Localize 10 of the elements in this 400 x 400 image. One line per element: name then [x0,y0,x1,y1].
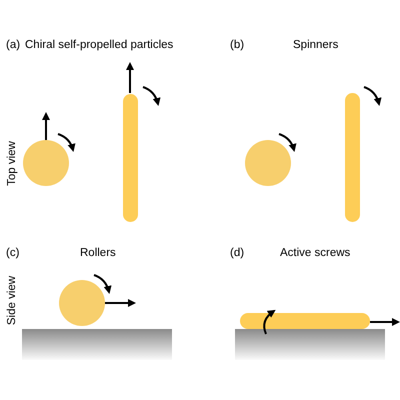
panel-title: Rollers [80,247,116,260]
view-label: Side view [6,275,20,325]
panel-label: (b) [230,39,244,52]
panel-title: Chiral self-propelled particles [25,39,174,52]
panel-title: Active screws [280,247,350,260]
panel-label: (d) [230,247,244,260]
panel-label: (c) [6,247,20,260]
view-label: Top view [6,140,19,186]
panel-title: Spinners [293,39,338,52]
panel-label: (a) [6,39,20,52]
